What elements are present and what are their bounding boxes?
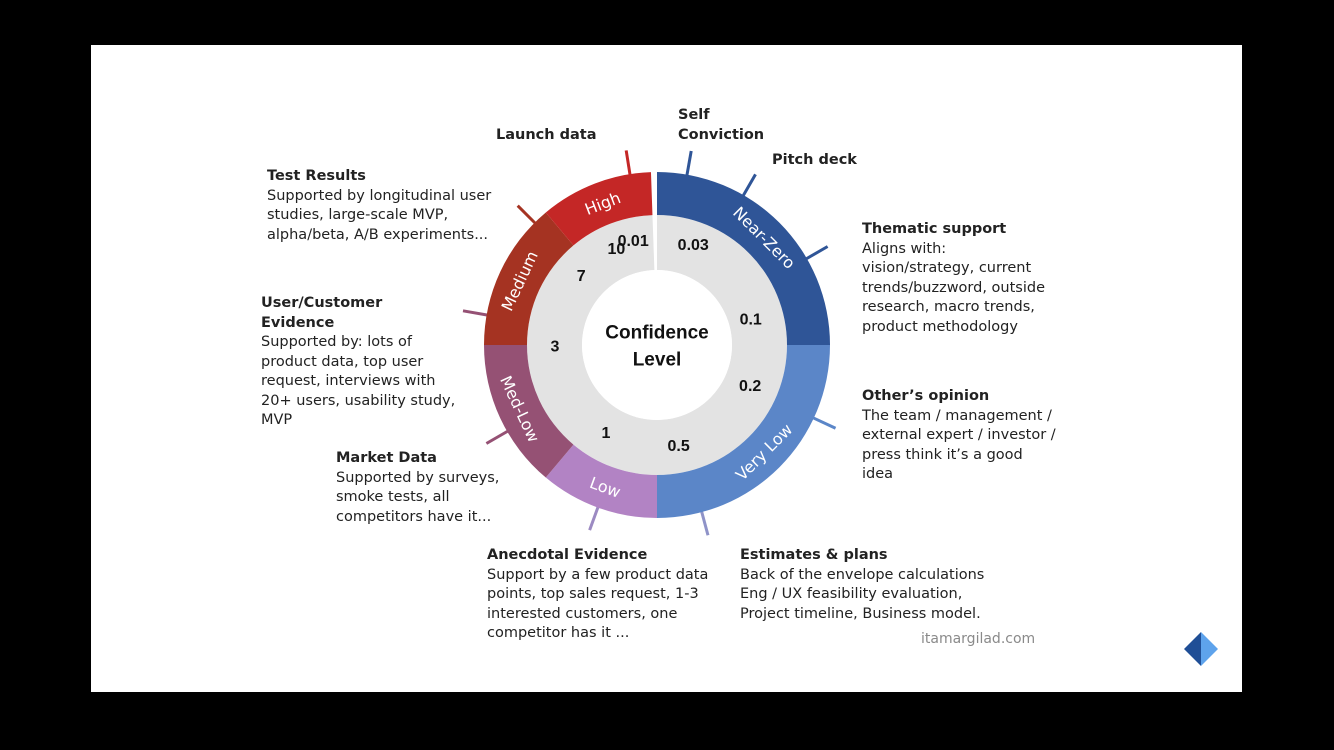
center-title-line2: Level [633,350,682,371]
annotation-text: Support by a few product data points, to… [487,566,709,642]
annotation-self-conviction: Self Conviction [678,106,788,145]
tick-line [516,204,539,227]
annotation-text: Aligns with: vision/strategy, current tr… [862,240,1046,335]
annotation-text: Supported by: lots of product data, top … [261,334,456,428]
center-hole [582,270,732,420]
annotation-text: Supported by surveys, smoke tests, all c… [336,469,500,525]
annotation-title: Estimates & plans [740,547,888,563]
tick-line [809,415,837,430]
inner-ring [526,215,787,476]
annotation-anecdotal-evidence: Anecdotal Evidence Support by a few prod… [487,546,709,644]
band-low [545,444,657,518]
score-label: 3 [551,338,560,355]
annotation-title: Thematic support [862,221,1007,237]
tick-line [740,173,757,200]
score-label: 0.2 [739,378,761,395]
brand-url: itamargilad.com [921,631,1036,647]
annotation-thematic-support: Thematic support Aligns with: vision/str… [862,220,1058,337]
score-label: 0.01 [618,233,649,250]
annotation-estimates-plans: Estimates & plans Back of the envelope c… [740,546,985,624]
tick-line [699,507,710,536]
annotation-launch-data: Launch data [496,126,606,146]
score-label: 0.5 [667,438,689,455]
annotation-text: The team / management / external expert … [862,407,1056,483]
tick-line [588,503,601,531]
annotation-title: Anecdotal Evidence [487,547,648,563]
annotation-text: Back of the envelope calculations Eng / … [740,566,985,622]
tick-line [485,428,512,445]
annotation-test-results: Test Results Supported by longitudinal u… [267,167,495,245]
tick-line [462,309,491,318]
band-near-zero [657,172,830,345]
score-label: 0.03 [678,237,709,254]
annotation-title: Launch data [496,127,597,143]
tick-line [624,150,633,179]
band-med-low [484,345,574,478]
annotation-title: Other’s opinion [862,388,990,404]
tick-line [802,245,829,262]
band-very-low [657,345,830,518]
tick-line [684,150,693,179]
score-label: 10 [607,241,625,258]
band-high [545,172,653,246]
annotation-title: Test Results [267,168,366,184]
annotation-title: Self Conviction [678,107,765,143]
annotation-title: User/Customer Evidence [261,295,383,331]
score-label: 0.1 [740,311,762,328]
annotation-title: Pitch deck [772,152,857,168]
annotation-user-customer-evidence: User/Customer Evidence Supported by: lot… [261,294,457,431]
score-label: 1 [602,425,611,442]
score-label: 7 [577,268,586,285]
annotation-others-opinion: Other’s opinion The team / management / … [862,387,1058,485]
annotation-market-data: Market Data Supported by surveys, smoke … [336,449,504,527]
annotation-text: Supported by longitudinal user studies, … [267,187,492,243]
annotation-pitch-deck: Pitch deck [772,151,882,171]
band-medium [484,212,574,345]
center-title-line1: Confidence [605,323,708,344]
annotation-title: Market Data [336,450,437,466]
diamond-logo-icon [1184,632,1218,666]
